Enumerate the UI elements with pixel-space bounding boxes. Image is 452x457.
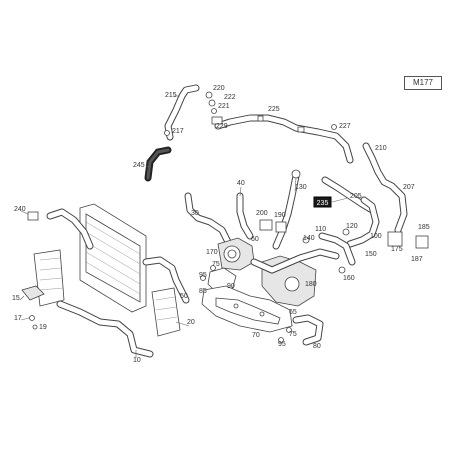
- right-hoses: [321, 142, 429, 249]
- callout-100[interactable]: 100: [370, 233, 382, 240]
- callout-50[interactable]: 50: [180, 293, 188, 300]
- callout-217[interactable]: 217: [172, 128, 184, 135]
- model-code-box: M177: [404, 76, 442, 90]
- callout-15[interactable]: 15: [12, 295, 20, 302]
- callout-19[interactable]: 19: [39, 324, 47, 331]
- callout-200[interactable]: 200: [256, 210, 268, 217]
- callout-185[interactable]: 185: [418, 224, 430, 231]
- callout-225[interactable]: 225: [268, 106, 280, 113]
- callout-140[interactable]: 140: [303, 235, 315, 242]
- lower-plate: [201, 285, 324, 346]
- callout-85[interactable]: 85: [199, 288, 207, 295]
- callout-175[interactable]: 175: [391, 246, 403, 253]
- callout-222[interactable]: 222: [224, 94, 236, 101]
- highlighted-part-235[interactable]: 235: [313, 196, 332, 208]
- callout-75[interactable]: 75: [212, 261, 220, 268]
- upper-hose-line: [164, 84, 354, 164]
- callout-245[interactable]: 245: [133, 162, 145, 169]
- callout-labels: 215 220 222 221 225 229 227 217 245 210 207 130 205 4…: [12, 85, 430, 364]
- callout-170[interactable]: 170: [206, 249, 218, 256]
- hose-245: [144, 146, 172, 182]
- callout-227[interactable]: 227: [339, 123, 351, 130]
- callout-207[interactable]: 207: [403, 184, 415, 191]
- callout-17[interactable]: 17: [14, 315, 22, 322]
- callout-210[interactable]: 210: [375, 145, 387, 152]
- callout-95[interactable]: 95: [199, 272, 207, 279]
- callout-190[interactable]: 190: [274, 212, 286, 219]
- callout-30[interactable]: 30: [191, 210, 199, 217]
- callout-65[interactable]: 65: [289, 309, 297, 316]
- callout-215[interactable]: 215: [165, 92, 177, 99]
- callout-40[interactable]: 40: [237, 180, 245, 187]
- callout-110[interactable]: 110: [315, 226, 326, 233]
- center-hoses: [184, 169, 356, 274]
- pump-assembly: [200, 237, 340, 307]
- callout-180[interactable]: 180: [305, 281, 317, 288]
- callout-160[interactable]: 160: [343, 275, 355, 282]
- callout-205[interactable]: 205: [350, 193, 362, 200]
- callout-187[interactable]: 187: [411, 256, 423, 263]
- callout-90[interactable]: 90: [227, 283, 235, 290]
- callout-20[interactable]: 20: [187, 319, 195, 326]
- callout-75[interactable]: 75: [289, 331, 297, 338]
- callout-229[interactable]: 229: [216, 123, 228, 130]
- callout-60[interactable]: 60: [251, 236, 259, 243]
- callout-120[interactable]: 120: [346, 223, 358, 230]
- callout-220[interactable]: 220: [213, 85, 225, 92]
- callout-240[interactable]: 240: [14, 206, 26, 213]
- radiator: [21, 203, 190, 358]
- callout-221[interactable]: 221: [218, 103, 230, 110]
- callout-150[interactable]: 150: [365, 251, 377, 258]
- callout-130[interactable]: 130: [295, 184, 307, 191]
- callout-95[interactable]: 95: [278, 341, 286, 348]
- highlight-label: 235: [317, 200, 329, 207]
- callout-80[interactable]: 80: [313, 343, 321, 350]
- callout-10[interactable]: 10: [133, 357, 141, 364]
- leader-lines: [19, 95, 349, 358]
- callout-70[interactable]: 70: [252, 332, 260, 339]
